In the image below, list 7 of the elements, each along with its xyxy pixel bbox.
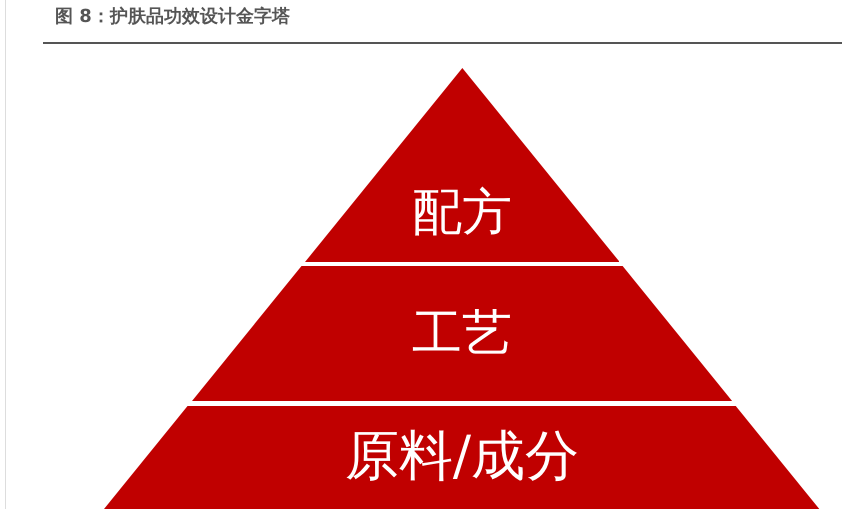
tier-label: 配方 (412, 187, 512, 237)
figure-title: 图 8：护肤品功效设计金字塔 (55, 5, 290, 28)
pyramid-tier (304, 68, 620, 262)
pyramid-tier (104, 406, 820, 509)
tier-label: 工艺 (412, 308, 512, 358)
pyramid-tier (192, 266, 732, 401)
tier-label: 原料/成分 (344, 429, 580, 483)
